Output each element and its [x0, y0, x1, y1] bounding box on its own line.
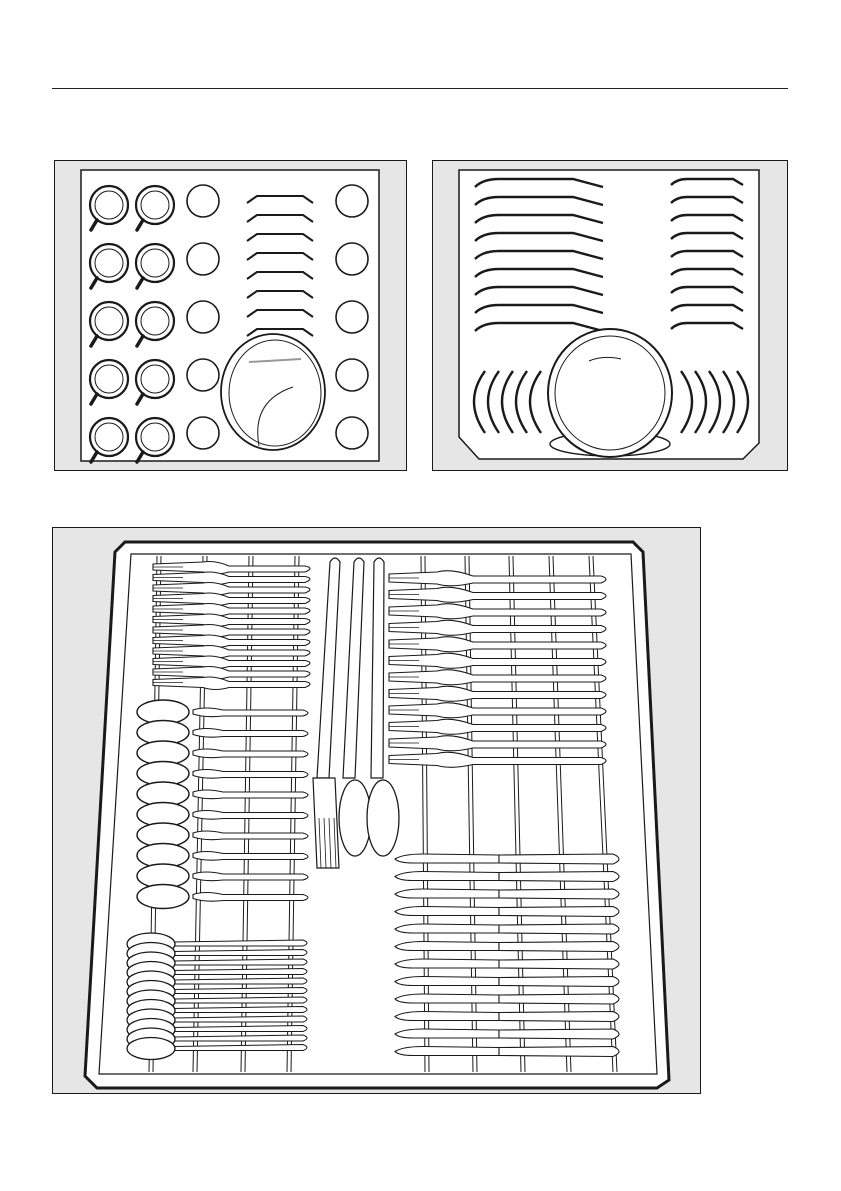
knife-icon — [395, 1029, 619, 1039]
upper-basket-figure — [54, 160, 407, 471]
glass-icon — [187, 301, 219, 333]
header-rule — [52, 88, 788, 89]
glass-icon — [336, 359, 368, 391]
plate-icon — [548, 329, 672, 457]
knife-icon — [395, 959, 619, 969]
glass-icon — [187, 359, 219, 391]
glass-icon — [187, 417, 219, 449]
knife-icon — [395, 1047, 619, 1057]
knife-icon — [395, 1012, 619, 1022]
glass-icon — [187, 243, 219, 275]
glass-icon — [336, 417, 368, 449]
dishwasher-upper-basket-icon — [55, 161, 408, 472]
lower-basket-figure — [432, 160, 788, 471]
knife-icon — [395, 907, 619, 917]
knife-icon — [395, 977, 619, 987]
cutlery-tray-figure — [52, 527, 701, 1094]
knife-icon — [395, 872, 619, 882]
glass-icon — [336, 301, 368, 333]
knife-icon — [395, 924, 619, 934]
dishwasher-lower-basket-icon — [433, 161, 789, 472]
glass-icon — [187, 185, 219, 217]
glass-icon — [336, 185, 368, 217]
knife-icon — [395, 942, 619, 952]
bowl-icon — [221, 334, 325, 450]
glass-icon — [336, 243, 368, 275]
dishwasher-cutlery-tray-icon — [53, 528, 702, 1095]
knife-icon — [395, 994, 619, 1004]
knife-icon — [395, 889, 619, 899]
knife-icon — [395, 854, 619, 864]
